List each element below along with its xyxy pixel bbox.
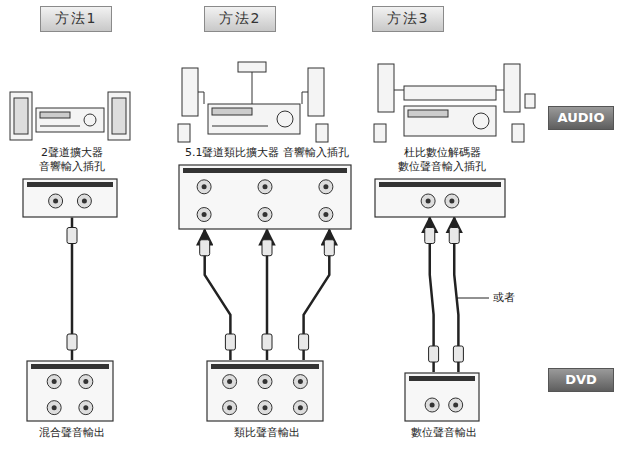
jack-panel	[206, 360, 324, 422]
amp-input-panel: 5.1聲道類比擴大器 音響輸入插孔	[178, 146, 356, 230]
cable-plug	[67, 228, 77, 244]
panel-caption: 杜比數位解碼器 數位聲音輸入插孔	[374, 146, 510, 174]
panel-caption: 類比聲音輸出	[206, 426, 328, 440]
cable-plug	[67, 334, 77, 350]
decoder-input-panel: 杜比數位解碼器 數位聲音輸入插孔	[374, 146, 510, 218]
method-header: 方法3	[372, 6, 444, 32]
box-label: 方法2	[205, 7, 275, 31]
cable-plug	[324, 240, 334, 256]
cable-plug	[299, 334, 309, 350]
dvd-output-panel: 類比聲音輸出	[206, 360, 328, 440]
alternative-note: 或者	[491, 290, 517, 305]
panel-caption: 數位聲音輸出	[404, 426, 484, 440]
jack-panel	[22, 178, 118, 218]
leader-line	[457, 298, 489, 299]
device-tag: DVD	[548, 368, 614, 392]
device-tag: AUDIO	[548, 106, 614, 130]
stereo-amplifier	[10, 92, 130, 140]
jack-panel	[404, 372, 480, 422]
dvd-output-panel: 混合聲音輸出	[26, 360, 118, 440]
panel-caption: 混合聲音輸出	[26, 426, 118, 440]
jack-panel	[26, 360, 114, 422]
amp-input-panel: 2聲道擴大器 音響輸入插孔	[22, 146, 122, 218]
panel-caption: 5.1聲道類比擴大器 音響輸入插孔	[178, 146, 356, 160]
cable-plug	[425, 228, 435, 244]
box-label: AUDIO	[549, 107, 613, 129]
cable-plug	[262, 334, 272, 350]
cable-plug	[262, 240, 272, 256]
method-header: 方法1	[40, 6, 112, 32]
method-header: 方法2	[204, 6, 276, 32]
jack-panel	[178, 164, 352, 230]
cable-plug	[225, 334, 235, 350]
box-label: 方法3	[373, 7, 443, 31]
cable-plug	[200, 240, 210, 256]
cable-plug	[449, 228, 459, 244]
jack-panel	[374, 178, 506, 218]
box-label: DVD	[549, 369, 613, 391]
cable-plug	[453, 346, 463, 362]
box-label: 方法1	[41, 7, 111, 31]
surround-amplifier	[178, 62, 328, 142]
panel-caption: 2聲道擴大器 音響輸入插孔	[22, 146, 122, 174]
dvd-output-panel: 數位聲音輸出	[404, 372, 484, 440]
cable-plug	[429, 346, 439, 362]
dolby-decoder	[374, 64, 535, 142]
